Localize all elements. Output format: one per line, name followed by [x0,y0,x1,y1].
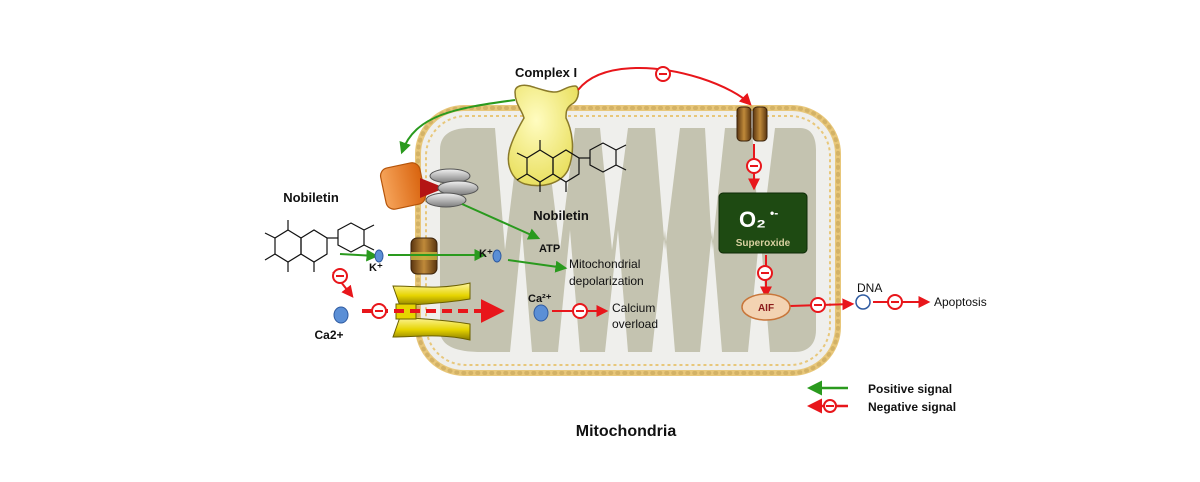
inner-membrane [425,115,831,366]
ca-mid-label: Ca²⁺ [528,293,552,305]
atp-label: ATP [539,243,560,255]
arrow-k-to-depolarization [507,259,568,273]
aif-node: AIF [741,293,791,321]
negative-marker-icon [746,158,762,174]
legend-negative-label: Negative signal [868,400,956,414]
aif-ellipse [741,293,791,321]
negative-marker-icon [810,297,826,313]
negative-marker-icon [572,303,588,319]
membrane-dots [416,106,840,375]
atp-stalk [420,178,445,198]
arrow-complex-to-atp-synthase [399,99,516,155]
ca-ion-mid [533,304,549,322]
k-left-label: K⁺ [369,262,383,274]
legend-positive-label: Positive signal [868,382,952,396]
ca-ion-left [333,306,349,324]
k-ion-left [374,249,384,263]
atp-synthase [379,162,479,210]
negative-marker-icon [887,294,903,310]
depolarization-label-1: Mitochondrial [569,257,640,271]
complex-i-label: Complex I [515,65,577,80]
calcium-overload-label-2: overload [612,317,658,331]
nobiletin-left-label: Nobiletin [283,190,339,205]
superoxide-symbol: O₂ [739,207,766,232]
atp-disc-3 [425,192,467,208]
arrow-atp-synthase-to-atp [461,203,541,240]
mitochondria-title: Mitochondria [576,423,677,440]
negative-marker-icon [332,268,348,284]
arrow-complex-to-channel [577,67,752,106]
aif-label: AIF [758,303,774,314]
complex-i [507,84,580,187]
superoxide-charge: •- [770,206,778,220]
nobiletin-structure-left [264,220,375,272]
outer-channel-left [736,106,752,142]
k-ion-mid [492,249,502,263]
dna-circle [855,294,871,310]
negative-marker-icon [371,303,387,319]
superoxide-rect [718,192,808,254]
calcium-channel [392,282,471,341]
dna-label: DNA [857,281,882,295]
negative-marker-icon [655,66,671,82]
apoptosis-label: Apoptosis [934,295,987,309]
negative-marker-icon [757,265,773,281]
outer-channel-right [752,106,768,142]
legend: Positive signal Negative signal [807,380,956,414]
complex-i-shape [507,84,580,187]
nobiletin-structure-center [516,140,627,192]
arrow-nobiletin-to-k [339,249,379,262]
outer-channel [736,106,768,142]
depolarization-label-2: depolarization [569,274,644,288]
superoxide-label: Superoxide [736,238,791,249]
k-mid-label: K⁺ [479,248,493,260]
ca-left-label: Ca2+ [314,328,343,342]
nobiletin-center-label: Nobiletin [533,208,589,223]
superoxide-box: O₂ •- Superoxide [718,192,808,254]
calcium-overload-label-1: Calcium [612,301,655,315]
atp-rotor [379,162,427,210]
negative-marker-icon [823,399,837,413]
negative-markers [332,66,903,319]
